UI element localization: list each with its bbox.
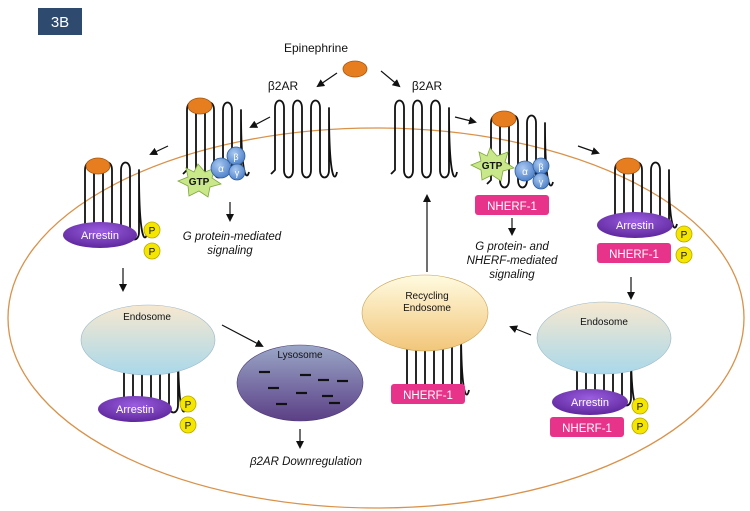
recycling-label-line1: Recycling	[405, 291, 448, 302]
gtp-label-left: GTP	[189, 177, 210, 188]
g-gamma-label-left: γ	[235, 168, 240, 178]
phospho-1-left-bottom	[179, 395, 197, 413]
receptor-arrestin-left-bound-ligand	[85, 157, 111, 175]
arrestin-left-top	[63, 222, 137, 248]
g-protein-right: GTP α β γ	[470, 147, 550, 190]
caption-g-protein-line1: G protein-mediated	[183, 231, 282, 243]
recycling-label-line2: Endosome	[403, 303, 451, 314]
phospho-2-left-top	[143, 242, 161, 260]
caption-g-protein-line2: signaling	[207, 245, 253, 257]
nherf-box-right-bottom	[550, 417, 624, 437]
arrestin-label-left-bottom: Arrestin	[116, 404, 154, 416]
gtp-star-right	[470, 147, 515, 182]
phospho-2-right-top	[675, 246, 693, 264]
arrow-to-activated-right	[454, 116, 477, 125]
g-alpha-label-left: α	[218, 164, 224, 175]
arrestin-right-top	[597, 212, 673, 238]
arrow-to-recycling	[509, 325, 532, 336]
gtp-label-right: GTP	[482, 161, 503, 172]
caption-downregulation: β2AR Downregulation	[249, 456, 362, 468]
g-beta-label-left: β	[233, 152, 238, 162]
g-alpha-label-right: α	[522, 167, 528, 178]
phospho-label-1-right-top: P	[681, 230, 688, 241]
phospho-1-left-top	[143, 221, 161, 239]
phospho-label-1-right-bottom: P	[637, 402, 644, 413]
nherf-box-top	[475, 195, 549, 215]
phospho-1-right-bottom	[631, 397, 649, 415]
arrow-to-activated-left	[249, 116, 271, 128]
arrow-ligand-left	[316, 72, 338, 88]
lysosome-label: Lysosome	[277, 350, 323, 361]
arrow-to-arrestin-left	[149, 145, 169, 156]
receptor-arrestin-right-bound-ligand	[615, 157, 641, 175]
endosome-left	[80, 304, 216, 376]
endosome-label-right: Endosome	[580, 317, 628, 328]
phospho-2-left-bottom	[179, 416, 197, 434]
epinephrine-label: Epinephrine	[284, 41, 348, 55]
receptor-apo-left	[270, 99, 338, 179]
lysosome-fragments	[259, 370, 348, 406]
receptor-activated-left-bound-ligand	[187, 97, 213, 115]
phospho-label-2-right-bottom: P	[637, 422, 644, 433]
arrestin-label-left-top: Arrestin	[81, 230, 119, 242]
phospho-label-2-left-bottom: P	[185, 421, 192, 432]
caption-g-nherf-line2: NHERF-mediated	[467, 255, 558, 267]
phospho-1-right-top	[675, 225, 693, 243]
g-gamma-right	[532, 172, 550, 190]
phospho-2-right-bottom	[631, 417, 649, 435]
arrestin-left-bottom	[98, 396, 172, 422]
caption-g-nherf-line1: G protein- and	[475, 241, 549, 253]
nherf-label-top: NHERF-1	[487, 201, 537, 213]
g-beta-label-right: β	[538, 162, 543, 172]
g-gamma-left	[228, 163, 246, 181]
endosome-label-left: Endosome	[123, 312, 171, 323]
arrow-ligand-right	[380, 70, 401, 88]
recycling-endosome	[361, 274, 489, 352]
nherf-label-right-bottom: NHERF-1	[562, 423, 612, 435]
nherf-label-right-top: NHERF-1	[609, 249, 659, 261]
phospho-label-2-left-top: P	[149, 247, 156, 258]
arrestin-label-right-top: Arrestin	[616, 220, 654, 232]
arrow-to-lysosome	[221, 324, 264, 347]
receptor-left-label: β2AR	[268, 79, 299, 93]
arrestin-right-bottom	[552, 389, 628, 415]
caption-g-nherf-line3: signaling	[489, 269, 535, 281]
nherf-label-recycling: NHERF-1	[403, 390, 453, 402]
cell-membrane	[7, 127, 745, 509]
nherf-box-right-top	[597, 243, 671, 263]
receptor-apo-right	[390, 99, 458, 179]
phospho-label-1-left-top: P	[149, 226, 156, 237]
g-protein-left: GTP α β γ	[177, 146, 246, 198]
receptor-activated-right-bound-ligand	[491, 110, 517, 128]
panel-label: 3B	[51, 14, 69, 31]
phospho-label-1-left-bottom: P	[185, 400, 192, 411]
endosome-right	[536, 301, 672, 375]
epinephrine-ligand	[342, 60, 368, 78]
arrestin-label-right-bottom: Arrestin	[571, 397, 609, 409]
nherf-box-recycling	[391, 384, 465, 404]
arrow-to-arrestin-right	[577, 145, 600, 155]
receptor-right-label: β2AR	[412, 79, 443, 93]
panel-label-box	[38, 8, 82, 35]
phospho-label-2-right-top: P	[681, 251, 688, 262]
g-gamma-label-right: γ	[539, 177, 544, 187]
